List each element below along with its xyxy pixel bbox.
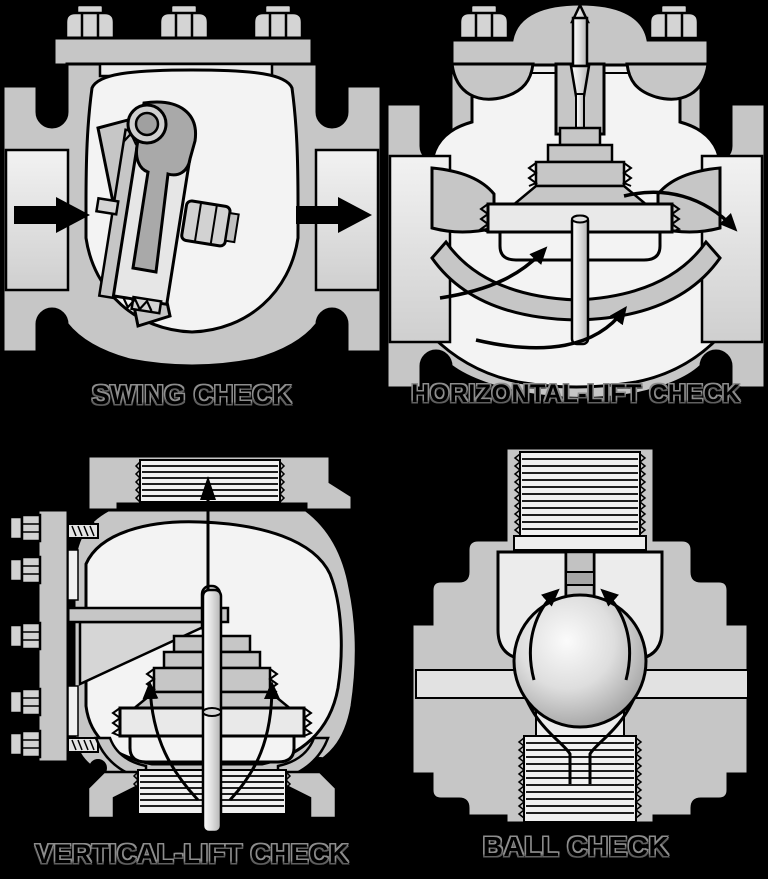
side-flange-plate xyxy=(36,508,99,764)
cover-plate xyxy=(52,36,314,67)
horizontal-lift-check-illustration xyxy=(385,2,767,401)
bottom-port-threads xyxy=(517,735,643,823)
divider-band xyxy=(565,571,595,586)
top-collar-band xyxy=(513,535,647,551)
bonnet-bolts xyxy=(458,3,700,40)
panel-horizontal-lift-check: HORIZONTAL-LIFT CHECK xyxy=(384,0,768,440)
up-arrowhead xyxy=(200,476,216,500)
disc-nut xyxy=(180,199,232,248)
piston-disc-assembly xyxy=(478,126,682,346)
ball-check-illustration xyxy=(410,446,750,825)
bottom-collar-right xyxy=(284,770,338,820)
cover-bolts xyxy=(64,3,304,40)
valve-stem xyxy=(569,2,591,131)
hinge-pin-core xyxy=(134,111,160,137)
swing-check-illustration xyxy=(1,3,383,368)
vertical-lift-check-illustration xyxy=(8,454,358,834)
caption-vertical-lift-check: VERTICAL-LIFT CHECK xyxy=(35,839,349,869)
flow-arrows xyxy=(142,498,280,802)
panel-vertical-lift-check: VERTICAL-LIFT CHECK xyxy=(0,440,384,879)
flow-arrows xyxy=(14,197,372,233)
flow-arrows xyxy=(439,190,738,350)
caption-swing-check: SWING CHECK xyxy=(91,380,293,410)
hinge-arm xyxy=(131,100,198,274)
bottom-collar-left xyxy=(86,770,140,820)
flow-arrows xyxy=(528,588,632,681)
flange-bolts xyxy=(8,513,42,759)
top-port-threads xyxy=(513,451,647,537)
caption-ball-check: BALL CHECK xyxy=(482,831,670,862)
check-ball xyxy=(512,593,648,729)
seat-bridge xyxy=(430,239,722,322)
panel-swing-check: SWING CHECK xyxy=(0,0,384,440)
panel-ball-check: BALL CHECK xyxy=(384,440,768,879)
stem-collar xyxy=(202,707,222,717)
caption-horizontal-lift-check: HORIZONTAL-LIFT CHECK xyxy=(411,380,741,408)
